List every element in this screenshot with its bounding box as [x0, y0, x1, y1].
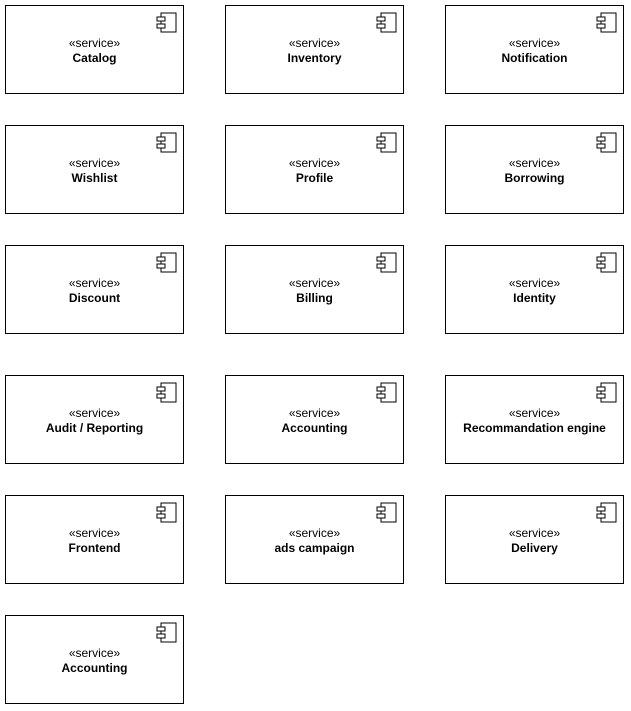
component-name: Delivery — [511, 541, 558, 555]
component-name: Borrowing — [504, 171, 565, 185]
component-stereotype: «service» — [508, 156, 561, 170]
component-borrowing[interactable]: «service» Borrowing — [445, 125, 624, 214]
uml-component-icon — [376, 12, 397, 33]
component-stereotype: «service» — [288, 156, 341, 170]
component-stereotype: «service» — [508, 276, 561, 290]
component-delivery[interactable]: «service» Delivery — [445, 495, 624, 584]
component-accounting[interactable]: «service» Accounting — [225, 375, 404, 464]
uml-component-icon — [376, 252, 397, 273]
component-name: Recommandation engine — [463, 421, 606, 435]
component-name: Accounting — [61, 661, 128, 675]
component-stereotype: «service» — [68, 156, 121, 170]
component-name: Audit / Reporting — [45, 421, 144, 435]
uml-component-icon — [376, 502, 397, 523]
uml-component-icon — [156, 502, 177, 523]
component-name: Frontend — [68, 541, 121, 555]
component-stereotype: «service» — [508, 406, 561, 420]
component-ads-campaign[interactable]: «service» ads campaign — [225, 495, 404, 584]
component-stereotype: «service» — [68, 406, 121, 420]
component-wishlist[interactable]: «service» Wishlist — [5, 125, 184, 214]
uml-component-icon — [156, 12, 177, 33]
component-stereotype: «service» — [288, 276, 341, 290]
component-stereotype: «service» — [68, 646, 121, 660]
component-name: Identity — [513, 291, 556, 305]
component-identity[interactable]: «service» Identity — [445, 245, 624, 334]
uml-component-icon — [596, 382, 617, 403]
component-profile[interactable]: «service» Profile — [225, 125, 404, 214]
component-name: Billing — [296, 291, 333, 305]
uml-component-icon — [156, 132, 177, 153]
component-name: Notification — [501, 51, 568, 65]
component-notification[interactable]: «service» Notification — [445, 5, 624, 94]
component-recommandation-engine[interactable]: «service» Recommandation engine — [445, 375, 624, 464]
component-catalog[interactable]: «service» Catalog — [5, 5, 184, 94]
component-stereotype: «service» — [288, 526, 341, 540]
uml-component-icon — [156, 382, 177, 403]
component-name: ads campaign — [274, 541, 355, 555]
component-discount[interactable]: «service» Discount — [5, 245, 184, 334]
component-name: Inventory — [287, 51, 342, 65]
uml-component-icon — [376, 382, 397, 403]
component-name: Accounting — [281, 421, 348, 435]
uml-component-icon — [596, 132, 617, 153]
component-name: Profile — [295, 171, 334, 185]
component-name: Wishlist — [71, 171, 118, 185]
component-stereotype: «service» — [288, 406, 341, 420]
component-inventory[interactable]: «service» Inventory — [225, 5, 404, 94]
uml-component-icon — [156, 252, 177, 273]
uml-component-icon — [376, 132, 397, 153]
uml-component-icon — [596, 12, 617, 33]
component-stereotype: «service» — [68, 526, 121, 540]
component-stereotype: «service» — [508, 36, 561, 50]
component-stereotype: «service» — [68, 276, 121, 290]
uml-component-icon — [596, 502, 617, 523]
component-frontend[interactable]: «service» Frontend — [5, 495, 184, 584]
component-stereotype: «service» — [68, 36, 121, 50]
component-stereotype: «service» — [288, 36, 341, 50]
component-billing[interactable]: «service» Billing — [225, 245, 404, 334]
component-audit-reporting[interactable]: «service» Audit / Reporting — [5, 375, 184, 464]
component-name: Catalog — [72, 51, 117, 65]
component-name: Discount — [68, 291, 121, 305]
component-accounting-2[interactable]: «service» Accounting — [5, 615, 184, 704]
component-stereotype: «service» — [508, 526, 561, 540]
uml-component-icon — [156, 622, 177, 643]
uml-component-icon — [596, 252, 617, 273]
